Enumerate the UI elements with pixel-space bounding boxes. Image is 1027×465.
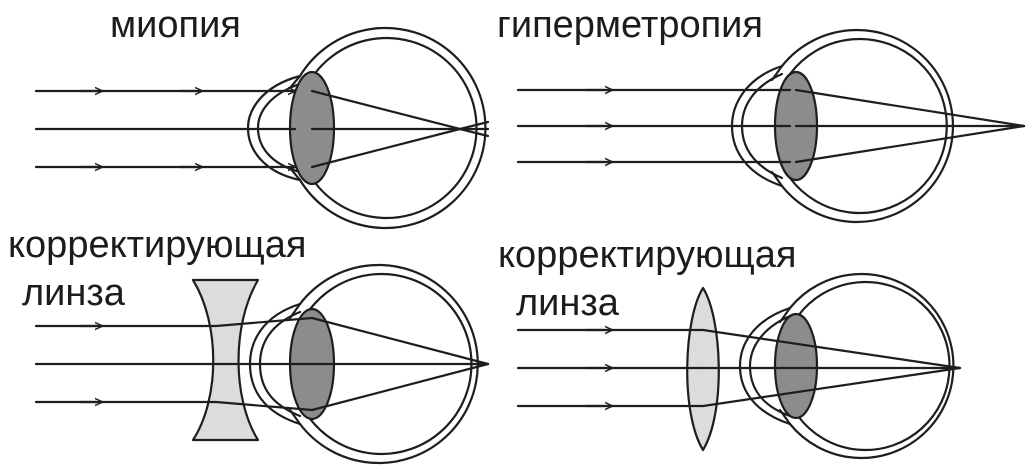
concave-corrective-lens — [193, 280, 258, 440]
hyperopia-corrected-rays — [518, 330, 960, 406]
myopia-eye — [36, 28, 488, 228]
myopia-corrected-rays — [36, 318, 488, 410]
hyperopia-ray-arrows — [586, 90, 612, 162]
hyperopia-corrected-eye — [740, 274, 953, 458]
